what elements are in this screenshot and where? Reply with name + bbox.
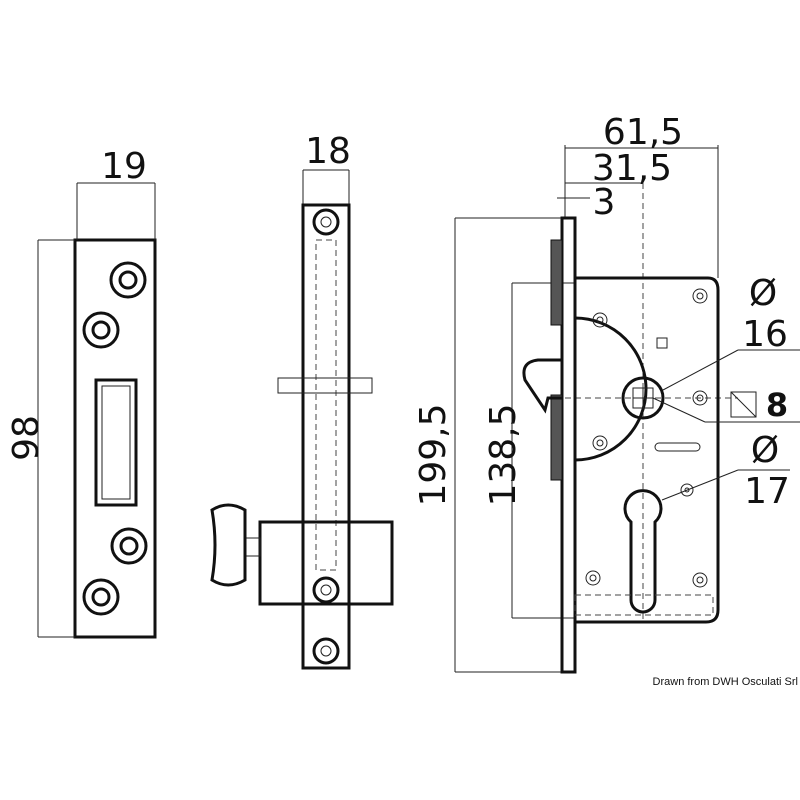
- dim-cylinder-diameter: 17: [744, 471, 790, 512]
- strike-plate-view: 19 98: [6, 146, 157, 639]
- dim-spindle-square: 8: [766, 386, 788, 424]
- screw-icon: [312, 637, 340, 665]
- screw-icon: [109, 261, 147, 299]
- credit-text: Drawn from DWH Osculati Srl: [652, 676, 798, 688]
- screw-icon: [110, 527, 148, 565]
- dim-overall-width: 61,5: [603, 112, 683, 153]
- dim-spindle-diameter: 16: [742, 314, 788, 355]
- screw-icon: [585, 288, 708, 588]
- lock-body-view: 61,5 31,5 3 199,5 138,5: [413, 112, 800, 674]
- screw-icon: [82, 311, 120, 349]
- dim-case-height: 138,5: [483, 403, 524, 506]
- screw-icon: [82, 578, 120, 616]
- dim-faceplate-thickness: 3: [593, 182, 616, 223]
- dim-overall-height: 199,5: [413, 403, 454, 506]
- side-view: 18: [210, 131, 394, 670]
- dim-backset: 31,5: [592, 148, 672, 189]
- dim-side-width: 18: [305, 131, 351, 172]
- square-symbol-icon: [730, 391, 757, 418]
- cylinder-diameter-symbol: Ø: [751, 430, 779, 471]
- dim-strike-width: 19: [101, 146, 147, 187]
- dim-strike-height: 98: [6, 415, 47, 461]
- screw-icon: [312, 208, 340, 236]
- spindle-diameter-symbol: Ø: [749, 273, 777, 314]
- screw-icon: [312, 576, 340, 604]
